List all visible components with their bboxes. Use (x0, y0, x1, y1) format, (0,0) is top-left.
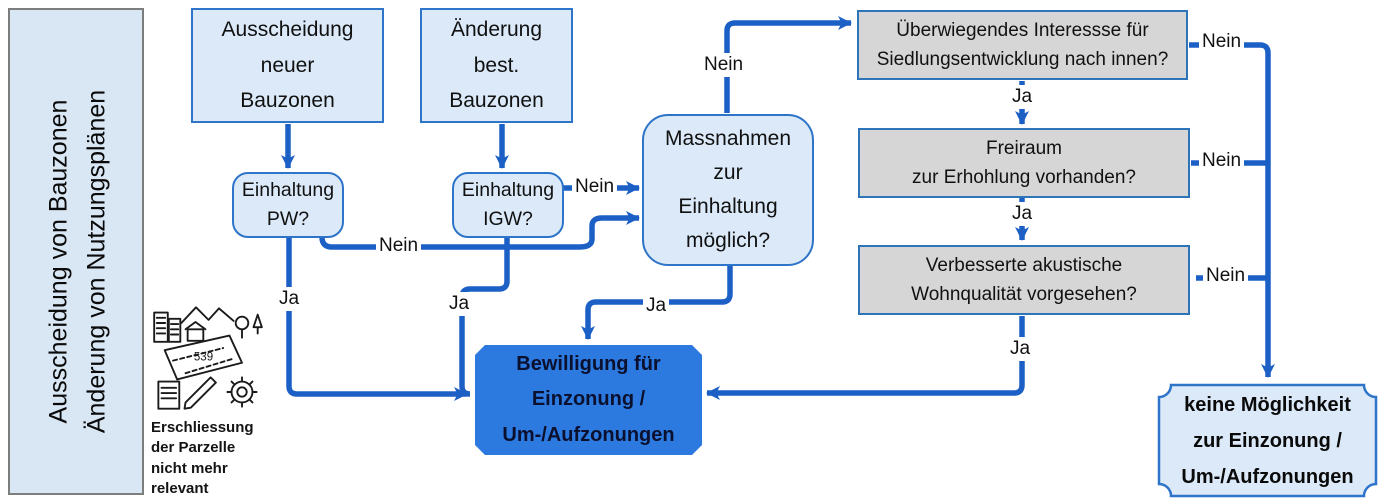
label-igw-nein: Nein (572, 175, 618, 199)
node-no-option-text: keine Möglichkeit zur Einzonung / Um-/Au… (1181, 393, 1354, 488)
label-acoustic-nein: Nein (1203, 264, 1249, 288)
connector-measures-nein-to-interest (724, 16, 852, 113)
building-icon-2 (167, 317, 182, 343)
label-interest-ja: Ja (1009, 85, 1036, 109)
tree-icon (234, 315, 250, 331)
node-interest: Überwiegendes Interessse für Siedlungsen… (857, 10, 1188, 80)
sidebar-title: Ausscheidung von Bauzonen Änderung von N… (44, 89, 111, 434)
parcel-number-label: 539 (194, 352, 213, 364)
node-no-option: keine Möglichkeit zur Einzonung / Um-/Au… (1157, 383, 1378, 498)
label-openspace-ja: Ja (1009, 202, 1036, 226)
building-icon (153, 311, 169, 343)
connector-igw-ja-merge (459, 238, 510, 397)
label-measures-ja: Ja (643, 294, 670, 318)
node-existing-zones: Änderung best. Bauzonen (420, 8, 573, 123)
mountains-icon (180, 306, 235, 324)
label-acoustic-ja: Ja (1007, 337, 1034, 361)
label-openspace-nein: Nein (1199, 149, 1245, 173)
parcel-outline (163, 334, 243, 381)
label-measures-nein: Nein (701, 53, 747, 77)
icon-caption: Erschliessung der Parzelle nicht mehr re… (151, 419, 254, 497)
pencil-icon (183, 376, 217, 410)
label-pw-nein: Nein (376, 234, 422, 258)
node-igw-check: Einhaltung IGW? (452, 172, 564, 238)
plaque-shape (1157, 383, 1378, 498)
label-igw-ja: Ja (446, 292, 473, 316)
node-new-zones: Ausscheidung neuer Bauzonen (191, 8, 384, 123)
house-icon (186, 328, 205, 342)
connector-acoustic-ja-to-approval (706, 316, 1025, 400)
connector-nein-collector-to-nooption (1189, 42, 1275, 378)
label-interest-nein: Nein (1199, 30, 1245, 54)
document-icon (157, 380, 181, 410)
label-pw-ja: Ja (276, 287, 303, 311)
node-measures: Massnahmen zur Einhaltung möglich? (642, 114, 814, 266)
sidebar-banner: Ausscheidung von Bauzonen Änderung von N… (8, 8, 144, 495)
parcel-development-icon: 539 (153, 306, 263, 410)
node-acoustic: Verbesserte akustische Wohnqualität vorg… (858, 245, 1190, 315)
node-pw-check: Einhaltung PW? (232, 172, 344, 238)
pine-tree-icon (252, 313, 263, 335)
node-approval: Bewilligung für Einzonung / Um-/Aufzonun… (475, 345, 702, 455)
connector-pw-ja-to-approval (286, 238, 468, 401)
node-open-space: Freiraum zur Erhohlung vorhanden? (858, 128, 1190, 198)
connector-pw-nein-to-measures (319, 211, 640, 250)
